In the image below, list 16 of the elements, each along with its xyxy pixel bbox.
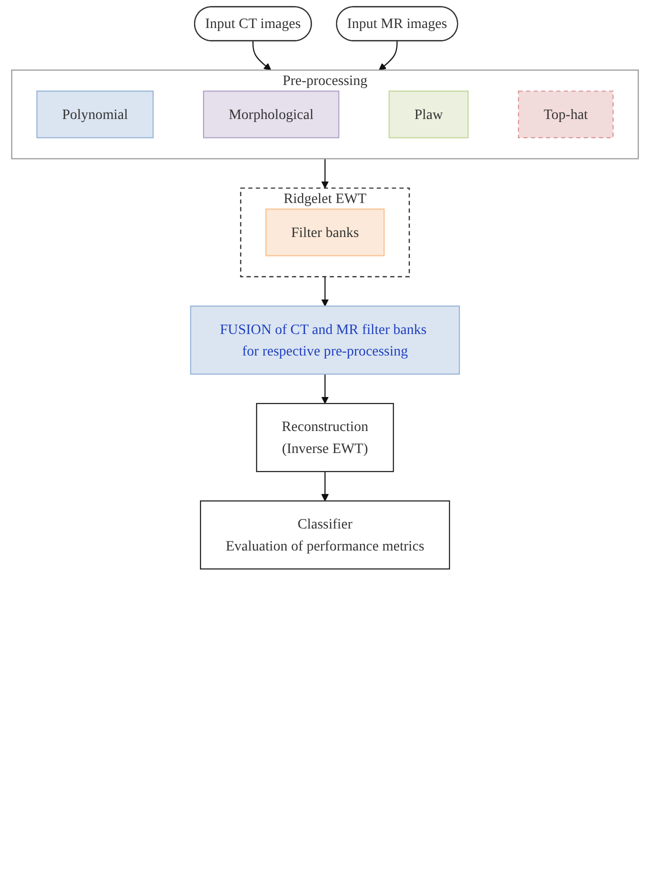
process-box: FUSION of CT and MR filter banks for respective pre-processing [190, 306, 460, 375]
process-box: Plaw [388, 90, 468, 138]
arrow [252, 40, 271, 70]
process-box: Reconstruction (Inverse EWT) [256, 402, 394, 472]
process-box: Top-hat [517, 90, 614, 138]
input-ellipse: Input CT images [194, 6, 312, 42]
process-box: Polynomial [36, 90, 154, 138]
arrow [320, 472, 328, 502]
arrow [378, 40, 398, 70]
arrow [320, 374, 328, 404]
process-box: Filter banks [264, 208, 384, 256]
process-box: Classifier Evaluation of performance metrics [199, 500, 450, 570]
input-ellipse: Input MR images [336, 6, 458, 42]
arrow [320, 158, 328, 188]
arrow [320, 276, 328, 306]
process-box: Morphological [202, 90, 339, 138]
